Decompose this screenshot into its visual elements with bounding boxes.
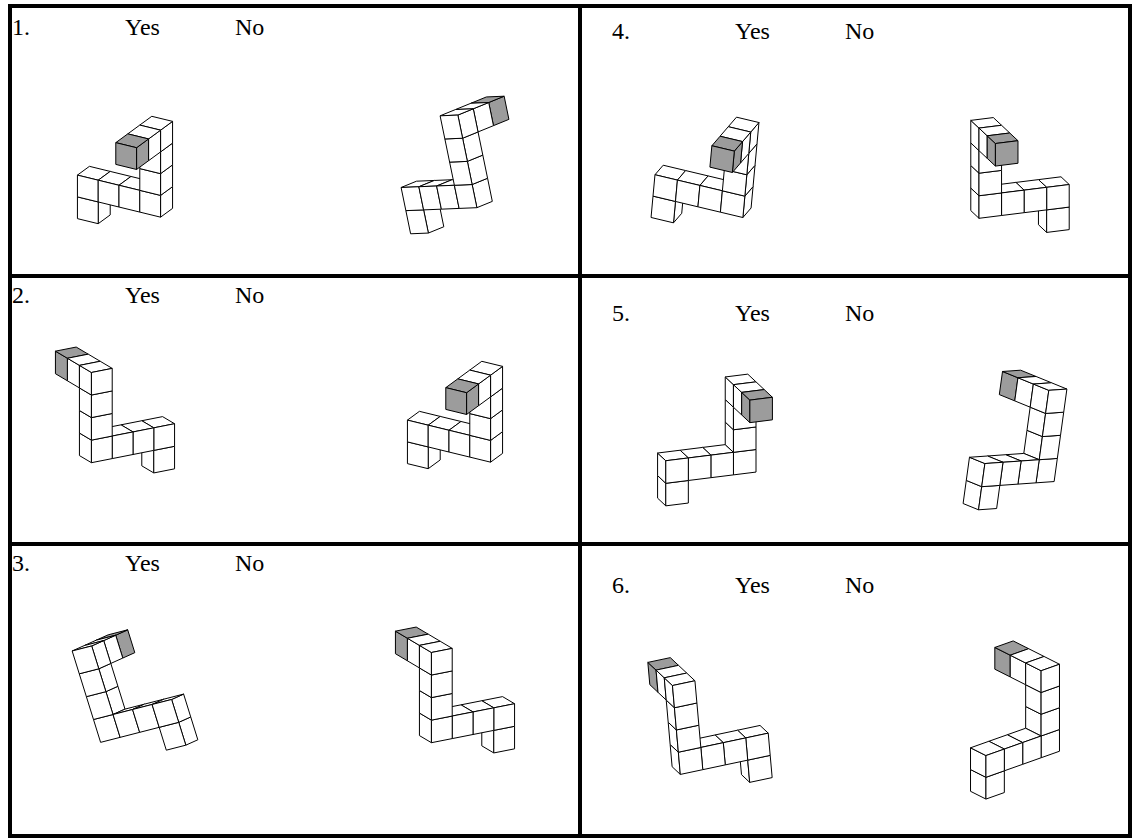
- cube-face: [979, 193, 1002, 218]
- answer-option: No: [235, 14, 264, 40]
- cube-face: [675, 180, 699, 207]
- cube-face: [1041, 664, 1059, 692]
- cube-face: [711, 452, 734, 477]
- cube-face: [1047, 207, 1070, 232]
- cube-face: [1042, 412, 1063, 436]
- cube-face: [653, 175, 677, 202]
- cube-face: [72, 646, 99, 674]
- cube-face: [982, 462, 1003, 486]
- cube-face: [112, 432, 133, 459]
- question-panel: 4. Yes No: [578, 4, 1132, 278]
- cube-face: [154, 446, 175, 473]
- cube-face: [91, 391, 112, 418]
- cube-figure: [55, 347, 174, 473]
- cube-face: [431, 648, 452, 675]
- cube-face: [979, 170, 1002, 195]
- cube-face: [979, 485, 1000, 509]
- answer-option: Yes: [735, 572, 770, 598]
- cube-face: [91, 436, 112, 463]
- question-number: 3.: [12, 550, 30, 576]
- answer-option: No: [845, 18, 874, 44]
- cube-face: [688, 455, 711, 480]
- cube-face: [710, 146, 734, 173]
- cube-face: [431, 671, 452, 698]
- question-panel: 1. Yes No: [8, 4, 582, 278]
- cube-face: [733, 450, 756, 475]
- cube-face: [152, 699, 179, 727]
- cube-figure: [648, 658, 772, 783]
- cube-face: [1047, 185, 1070, 210]
- cube-face: [446, 388, 467, 415]
- cube-face: [406, 210, 429, 234]
- question-number: 6.: [612, 572, 630, 598]
- question-panel: 3. Yes No: [8, 542, 582, 838]
- cube-face: [986, 749, 1004, 777]
- cube-face: [450, 161, 473, 185]
- cube-face: [154, 424, 175, 451]
- cube-face: [1024, 187, 1047, 212]
- question-panel: 2. Yes No: [8, 274, 582, 546]
- cube-face: [1002, 190, 1025, 215]
- cube-face: [672, 681, 696, 708]
- question-number: 1.: [12, 14, 30, 40]
- question-panel: 5. Yes No: [578, 274, 1132, 546]
- answer-option: Yes: [735, 18, 770, 44]
- cube-figure: [407, 361, 502, 468]
- answer-option: Yes: [735, 300, 770, 326]
- cube-face: [733, 427, 756, 452]
- cube-face: [428, 425, 449, 452]
- cube-face: [1039, 435, 1060, 459]
- cube-face: [1046, 389, 1067, 413]
- cube-figure: [401, 96, 509, 234]
- cube-face: [133, 428, 154, 455]
- cube-face: [440, 115, 463, 139]
- cube-face: [666, 480, 689, 505]
- cube-face: [407, 420, 428, 447]
- answer-option: No: [845, 300, 874, 326]
- cube-face: [98, 180, 119, 207]
- answer-option: No: [845, 572, 874, 598]
- cube-face: [494, 704, 515, 731]
- cube-face: [77, 175, 98, 202]
- cube-figure: [963, 370, 1067, 510]
- cube-face: [116, 143, 137, 170]
- cube-face: [494, 726, 515, 753]
- answer-option: Yes: [125, 282, 160, 308]
- cube-face: [473, 708, 494, 735]
- question-number: 2.: [12, 282, 30, 308]
- question-number: 5.: [612, 300, 630, 326]
- cube-face: [698, 185, 722, 212]
- cube-face: [723, 738, 747, 765]
- cube-figure: [971, 641, 1060, 799]
- cube-face: [1023, 736, 1041, 764]
- question-number: 4.: [612, 18, 630, 44]
- cube-face: [119, 185, 140, 212]
- cube-face: [452, 712, 473, 739]
- cube-figure: [651, 117, 759, 223]
- cube-face: [91, 368, 112, 395]
- cube-face: [449, 430, 470, 457]
- cube-face: [445, 138, 468, 162]
- cube-figure: [395, 627, 514, 753]
- answer-option: No: [235, 550, 264, 576]
- cube-face: [995, 141, 1018, 166]
- question-panel: 6. Yes No: [578, 542, 1132, 838]
- answer-option: Yes: [125, 550, 160, 576]
- cube-face: [750, 397, 773, 422]
- cube-figure: [77, 116, 172, 223]
- cube-figure: [658, 374, 773, 506]
- cube-face: [666, 458, 689, 483]
- cube-figure: [971, 118, 1069, 233]
- cube-face: [1004, 743, 1022, 771]
- cube-face: [701, 743, 725, 770]
- answer-option: Yes: [125, 14, 160, 40]
- cube-face: [746, 733, 770, 760]
- cube-figure: [72, 630, 198, 750]
- answer-option: No: [235, 282, 264, 308]
- cube-face: [454, 185, 477, 209]
- cube-face: [431, 716, 452, 743]
